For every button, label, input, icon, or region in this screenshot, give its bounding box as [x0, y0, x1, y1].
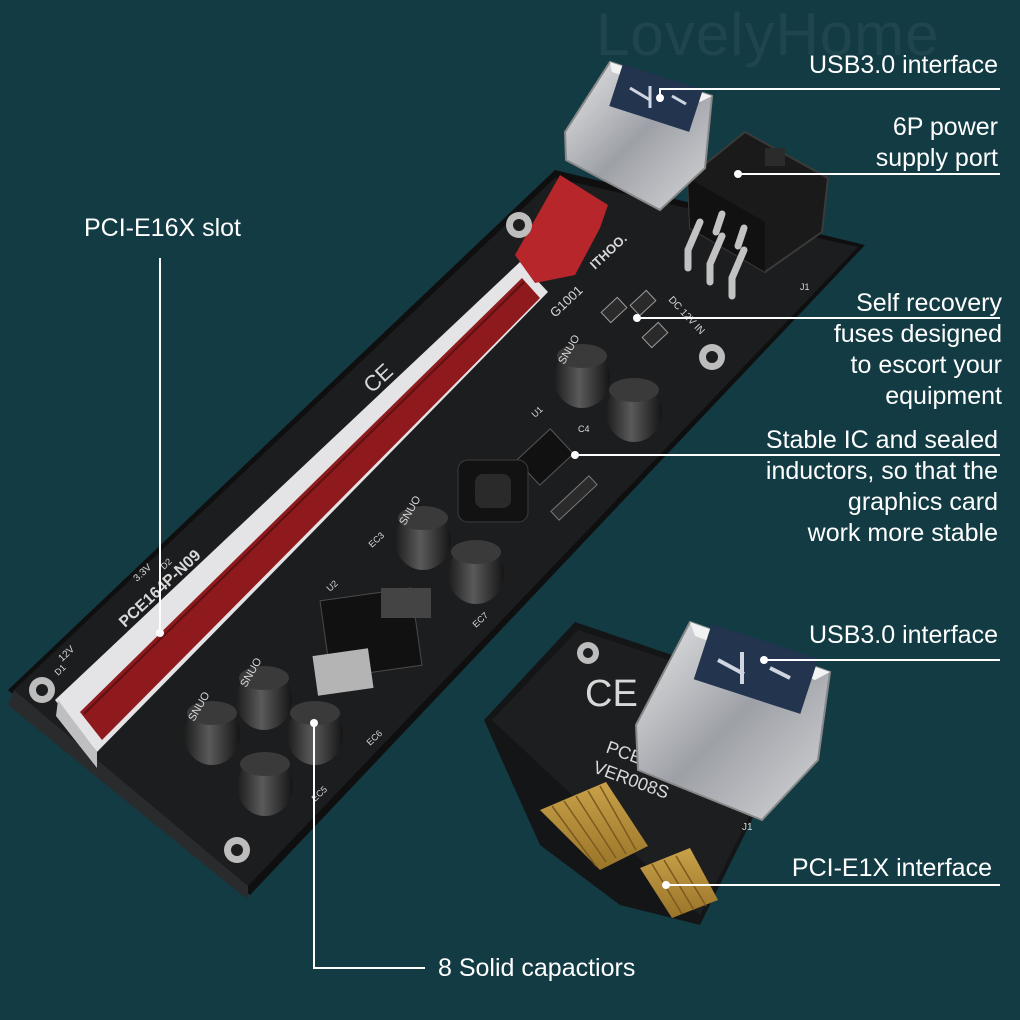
pcb-j1-text: J1: [800, 282, 810, 292]
label-pcie1x-interface: PCI-E1X interface: [791, 854, 992, 882]
label-stable-ic: Stable IC and sealed inductors, so that …: [765, 426, 998, 547]
adapter-ce-mark: CE: [585, 673, 638, 715]
label-fuses: Self recovery fuses designed to escort y…: [833, 289, 1002, 410]
sealed-inductor: [457, 459, 529, 523]
capacitor: [237, 752, 293, 816]
label-usb-top: USB3.0 interface: [809, 51, 998, 79]
capacitor: [554, 344, 610, 408]
voltage-regulator: [312, 587, 431, 696]
capacitor: [395, 506, 451, 570]
label-pcie16x-slot: PCI-E16X slot: [84, 214, 242, 242]
label-usb-bottom: USB3.0 interface: [809, 621, 998, 649]
callout-lines: [156, 88, 1000, 969]
gold-finger-contacts: [540, 782, 718, 918]
capacitor: [184, 701, 240, 765]
stable-ic-chip: [515, 428, 598, 521]
adapter-j1-text: J1: [742, 822, 753, 833]
mounting-holes: [29, 212, 725, 863]
capacitor: [448, 540, 504, 604]
solid-capacitors: SNUO SNUO SNUO SNUO: [184, 333, 662, 816]
watermark-text: LovelyHome: [596, 1, 940, 68]
6p-power-port: [684, 130, 830, 300]
pcie1x-adapter-board: CE PCE2PCE-N04 VER008S J1: [484, 620, 832, 925]
usb3-port-bottom: J1: [634, 620, 832, 833]
red-latch: [515, 175, 608, 283]
pcb-c4-text: C4: [578, 424, 590, 434]
pcie16x-slot: [55, 262, 548, 768]
self-recovery-fuses: [600, 289, 669, 349]
capacitor: [236, 666, 292, 730]
label-capacitors: 8 Solid capactiors: [438, 954, 636, 982]
capacitor: [606, 378, 662, 442]
main-riser-board: PCE164P-N09 ITHOO. G1001 DC 12V IN 12V 3…: [8, 60, 865, 900]
label-power-port: 6P power supply port: [875, 113, 998, 172]
